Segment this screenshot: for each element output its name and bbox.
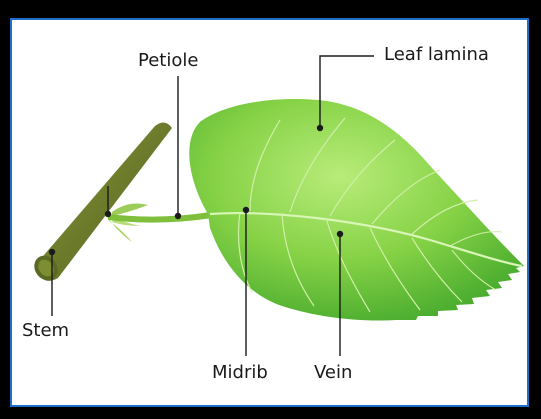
leaf-lamina-label: Leaf lamina [384,46,489,64]
stem-label: Stem [22,322,69,340]
stem-point [49,249,55,255]
vein-point [337,231,343,237]
stem-shape [30,122,172,285]
petiole-shape [108,212,212,223]
stipules [108,204,148,242]
midrib-point [243,207,249,213]
node-point [105,211,111,217]
petiole-label: Petiole [138,52,198,70]
midrib-label: Midrib [212,364,268,382]
leaf-lamina-shape [189,99,524,321]
petiole-point [175,213,181,219]
vein-label: Vein [314,364,352,382]
leaf-lamina-point [317,125,323,131]
